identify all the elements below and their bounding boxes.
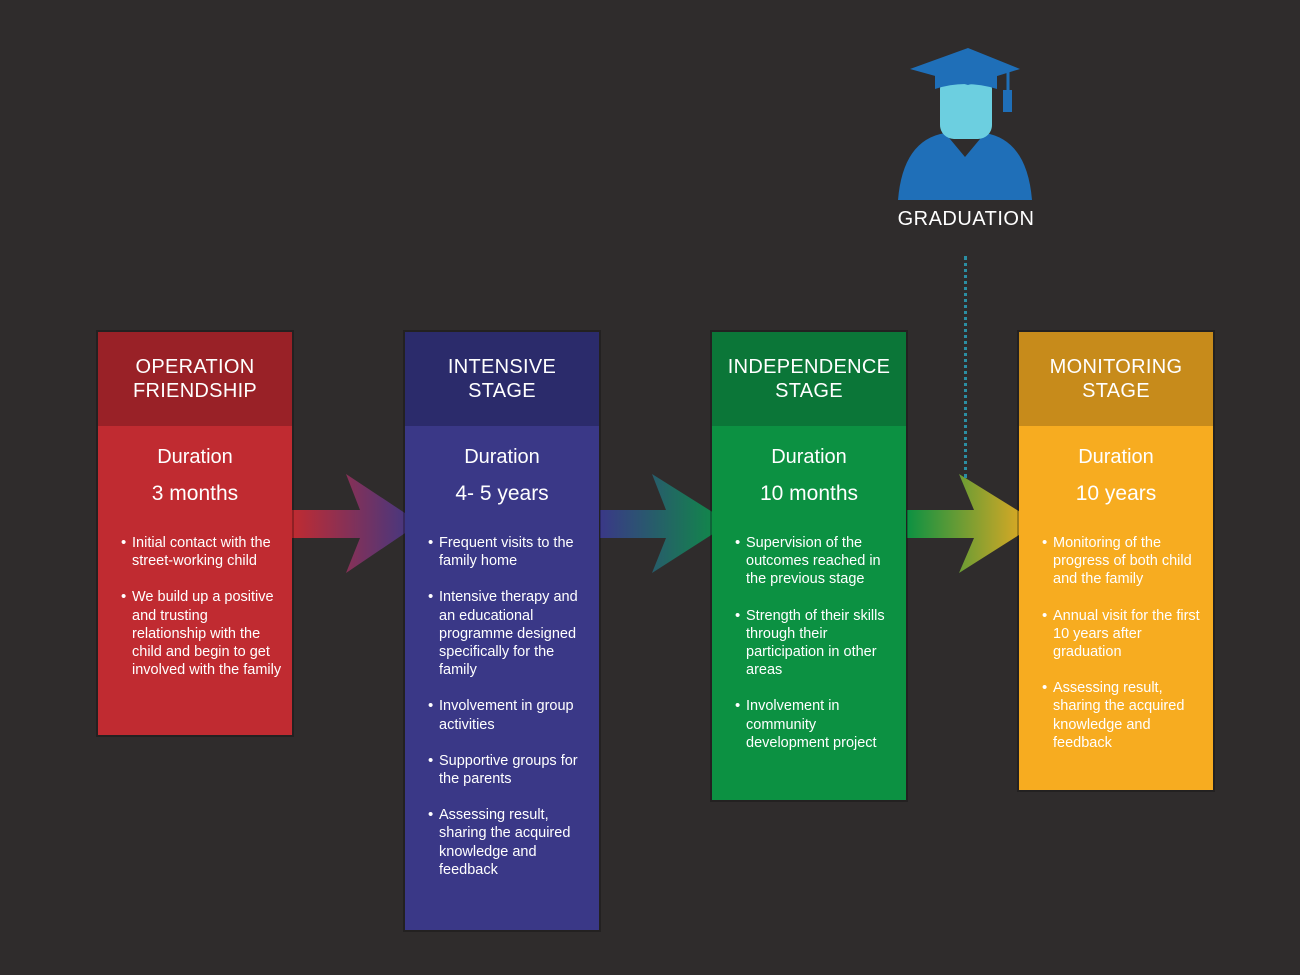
- stage-body: Duration 10 years Monitoring of the prog…: [1019, 426, 1213, 790]
- graduate-face: [940, 75, 992, 139]
- stage-body: Duration 3 months Initial contact with t…: [98, 426, 292, 735]
- graduate-shoulders: [898, 133, 1032, 200]
- list-item: Involvement in community development pro…: [712, 697, 896, 752]
- list-item: Involvement in group activities: [405, 697, 589, 733]
- stage-operation-friendship: OPERATION FRIENDSHIP Duration 3 months I…: [98, 332, 292, 735]
- list-item: Monitoring of the progress of both child…: [1019, 534, 1203, 589]
- arrow-3: [907, 474, 1038, 573]
- stage-title: OPERATION FRIENDSHIP: [98, 332, 292, 426]
- duration-label: Duration: [771, 446, 847, 468]
- stage-title: INTENSIVE STAGE: [405, 332, 599, 426]
- stage-title: MONITORING STAGE: [1019, 332, 1213, 426]
- arrow-2: [600, 474, 730, 573]
- duration-label: Duration: [157, 446, 233, 468]
- stage-points: Supervision of the outcomes reached in t…: [712, 534, 906, 752]
- stage-points: Frequent visits to the family home Inten…: [405, 534, 599, 879]
- list-item: Assessing result, sharing the acquired k…: [405, 806, 589, 879]
- stage-independence: INDEPENDENCE STAGE Duration 10 months Su…: [712, 332, 906, 800]
- list-item: Frequent visits to the family home: [405, 534, 589, 570]
- duration-value: 4- 5 years: [455, 482, 549, 505]
- stage-title: INDEPENDENCE STAGE: [712, 332, 906, 426]
- duration-value: 3 months: [151, 482, 239, 505]
- duration-value: 10 months: [759, 482, 859, 505]
- list-item: Strength of their skills through their p…: [712, 607, 896, 680]
- cap-band: [935, 75, 997, 89]
- stage-intensive: INTENSIVE STAGE Duration 4- 5 years Freq…: [405, 332, 599, 930]
- list-item: Supervision of the outcomes reached in t…: [712, 534, 896, 589]
- duration-value: 10 years: [1075, 482, 1157, 505]
- list-item: We build up a positive and trusting rela…: [98, 588, 282, 679]
- duration-label: Duration: [464, 446, 540, 468]
- stage-body: Duration 10 months Supervision of the ou…: [712, 426, 906, 800]
- list-item: Supportive groups for the parents: [405, 752, 589, 788]
- duration-label: Duration: [1078, 446, 1154, 468]
- tassel: [1003, 90, 1012, 112]
- graduate-icon: [898, 48, 1032, 200]
- stage-body: Duration 4- 5 years Frequent visits to t…: [405, 426, 599, 930]
- graduation-label: GRADUATION: [897, 208, 1035, 230]
- list-item: Intensive therapy and an educational pro…: [405, 588, 589, 679]
- stage-points: Initial contact with the street-working …: [98, 534, 292, 679]
- stage-points: Monitoring of the progress of both child…: [1019, 534, 1213, 752]
- graduation-dotted-line: [964, 256, 967, 478]
- arrow-1: [292, 474, 420, 573]
- stage-monitoring: MONITORING STAGE Duration 10 years Monit…: [1019, 332, 1213, 790]
- list-item: Annual visit for the first 10 years afte…: [1019, 607, 1203, 662]
- list-item: Initial contact with the street-working …: [98, 534, 282, 570]
- list-item: Assessing result, sharing the acquired k…: [1019, 679, 1203, 752]
